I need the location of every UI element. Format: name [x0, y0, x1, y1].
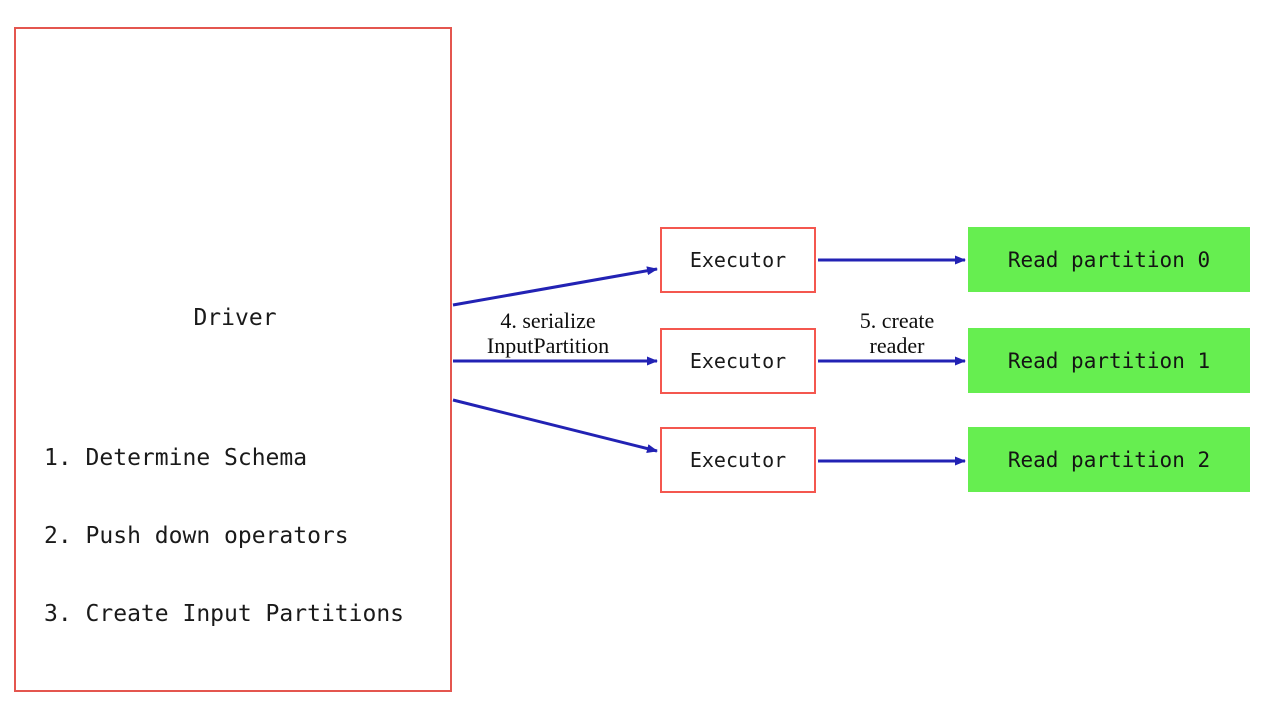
read-partition-box-0: Read partition 0 [968, 227, 1250, 292]
edge-label-create-reader: 5. create reader [822, 308, 972, 358]
read-partition-box-2: Read partition 2 [968, 427, 1250, 492]
driver-box: Driver 1. Determine Schema 2. Push down … [14, 27, 452, 692]
driver-step-2: 2. Push down operators [44, 523, 349, 549]
executor-label-3: Executor [689, 448, 787, 472]
executor-box-2: Executor [660, 328, 816, 394]
edge-label-serialize-line1: 4. serialize [500, 308, 596, 333]
driver-steps-list: 1. Determine Schema 2. Push down operato… [44, 393, 404, 679]
executor-box-3: Executor [660, 427, 816, 493]
executor-box-1: Executor [660, 227, 816, 293]
edge-label-create-reader-line1: 5. create [859, 308, 935, 333]
edge-label-serialize-line2: InputPartition [486, 333, 610, 358]
arrow-driver-to-executor-3 [452, 398, 658, 453]
arrow-driver-to-executor-1 [452, 266, 658, 307]
edge-label-serialize: 4. serialize InputPartition [458, 308, 638, 358]
executor-label-2: Executor [689, 349, 787, 373]
executor-label-1: Executor [689, 248, 787, 272]
read-partition-box-1: Read partition 1 [968, 328, 1250, 393]
edge-label-create-reader-line2: reader [869, 333, 925, 358]
driver-step-1: 1. Determine Schema [44, 445, 308, 471]
read-partition-label-0: Read partition 0 [1007, 247, 1211, 272]
driver-title: Driver [193, 305, 277, 331]
read-partition-label-2: Read partition 2 [1007, 447, 1211, 472]
read-partition-label-1: Read partition 1 [1007, 348, 1211, 373]
driver-step-3: 3. Create Input Partitions [44, 601, 405, 627]
